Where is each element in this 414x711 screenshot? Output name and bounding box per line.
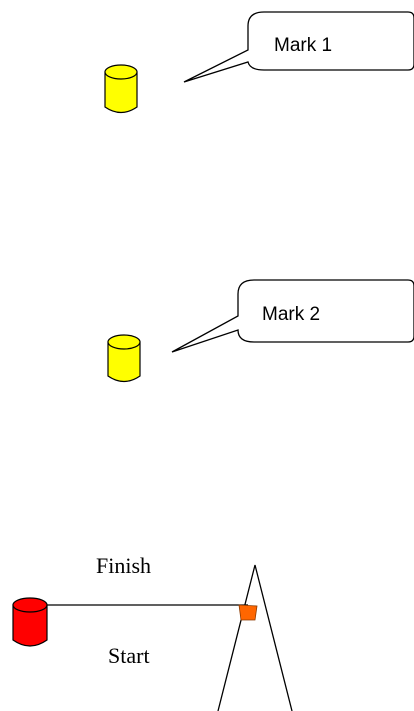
start-label: Start [108,643,150,668]
mark-1-callout-bubble [183,11,414,83]
mark-2-buoy-body [107,341,141,383]
mark-2-label: Mark 2 [262,304,320,325]
finish-label: Finish [96,553,151,578]
mark-1-buoy-top [104,64,138,80]
mark-2-callout-bubble [171,279,414,353]
mark-1-buoy-body [104,71,138,114]
mark-2-buoy [107,334,141,383]
finish-buoy-top [12,597,48,613]
mark-1-label: Mark 1 [274,35,332,56]
start-flag [238,604,258,621]
mark-2-callout: Mark 2 [171,279,414,353]
committee-boat [217,564,293,711]
finish-buoy-body [12,604,48,647]
finish-buoy [12,597,48,647]
mark-2-buoy-top [107,334,141,350]
mark-1-buoy [104,64,138,114]
mark-1-callout: Mark 1 [183,11,414,83]
